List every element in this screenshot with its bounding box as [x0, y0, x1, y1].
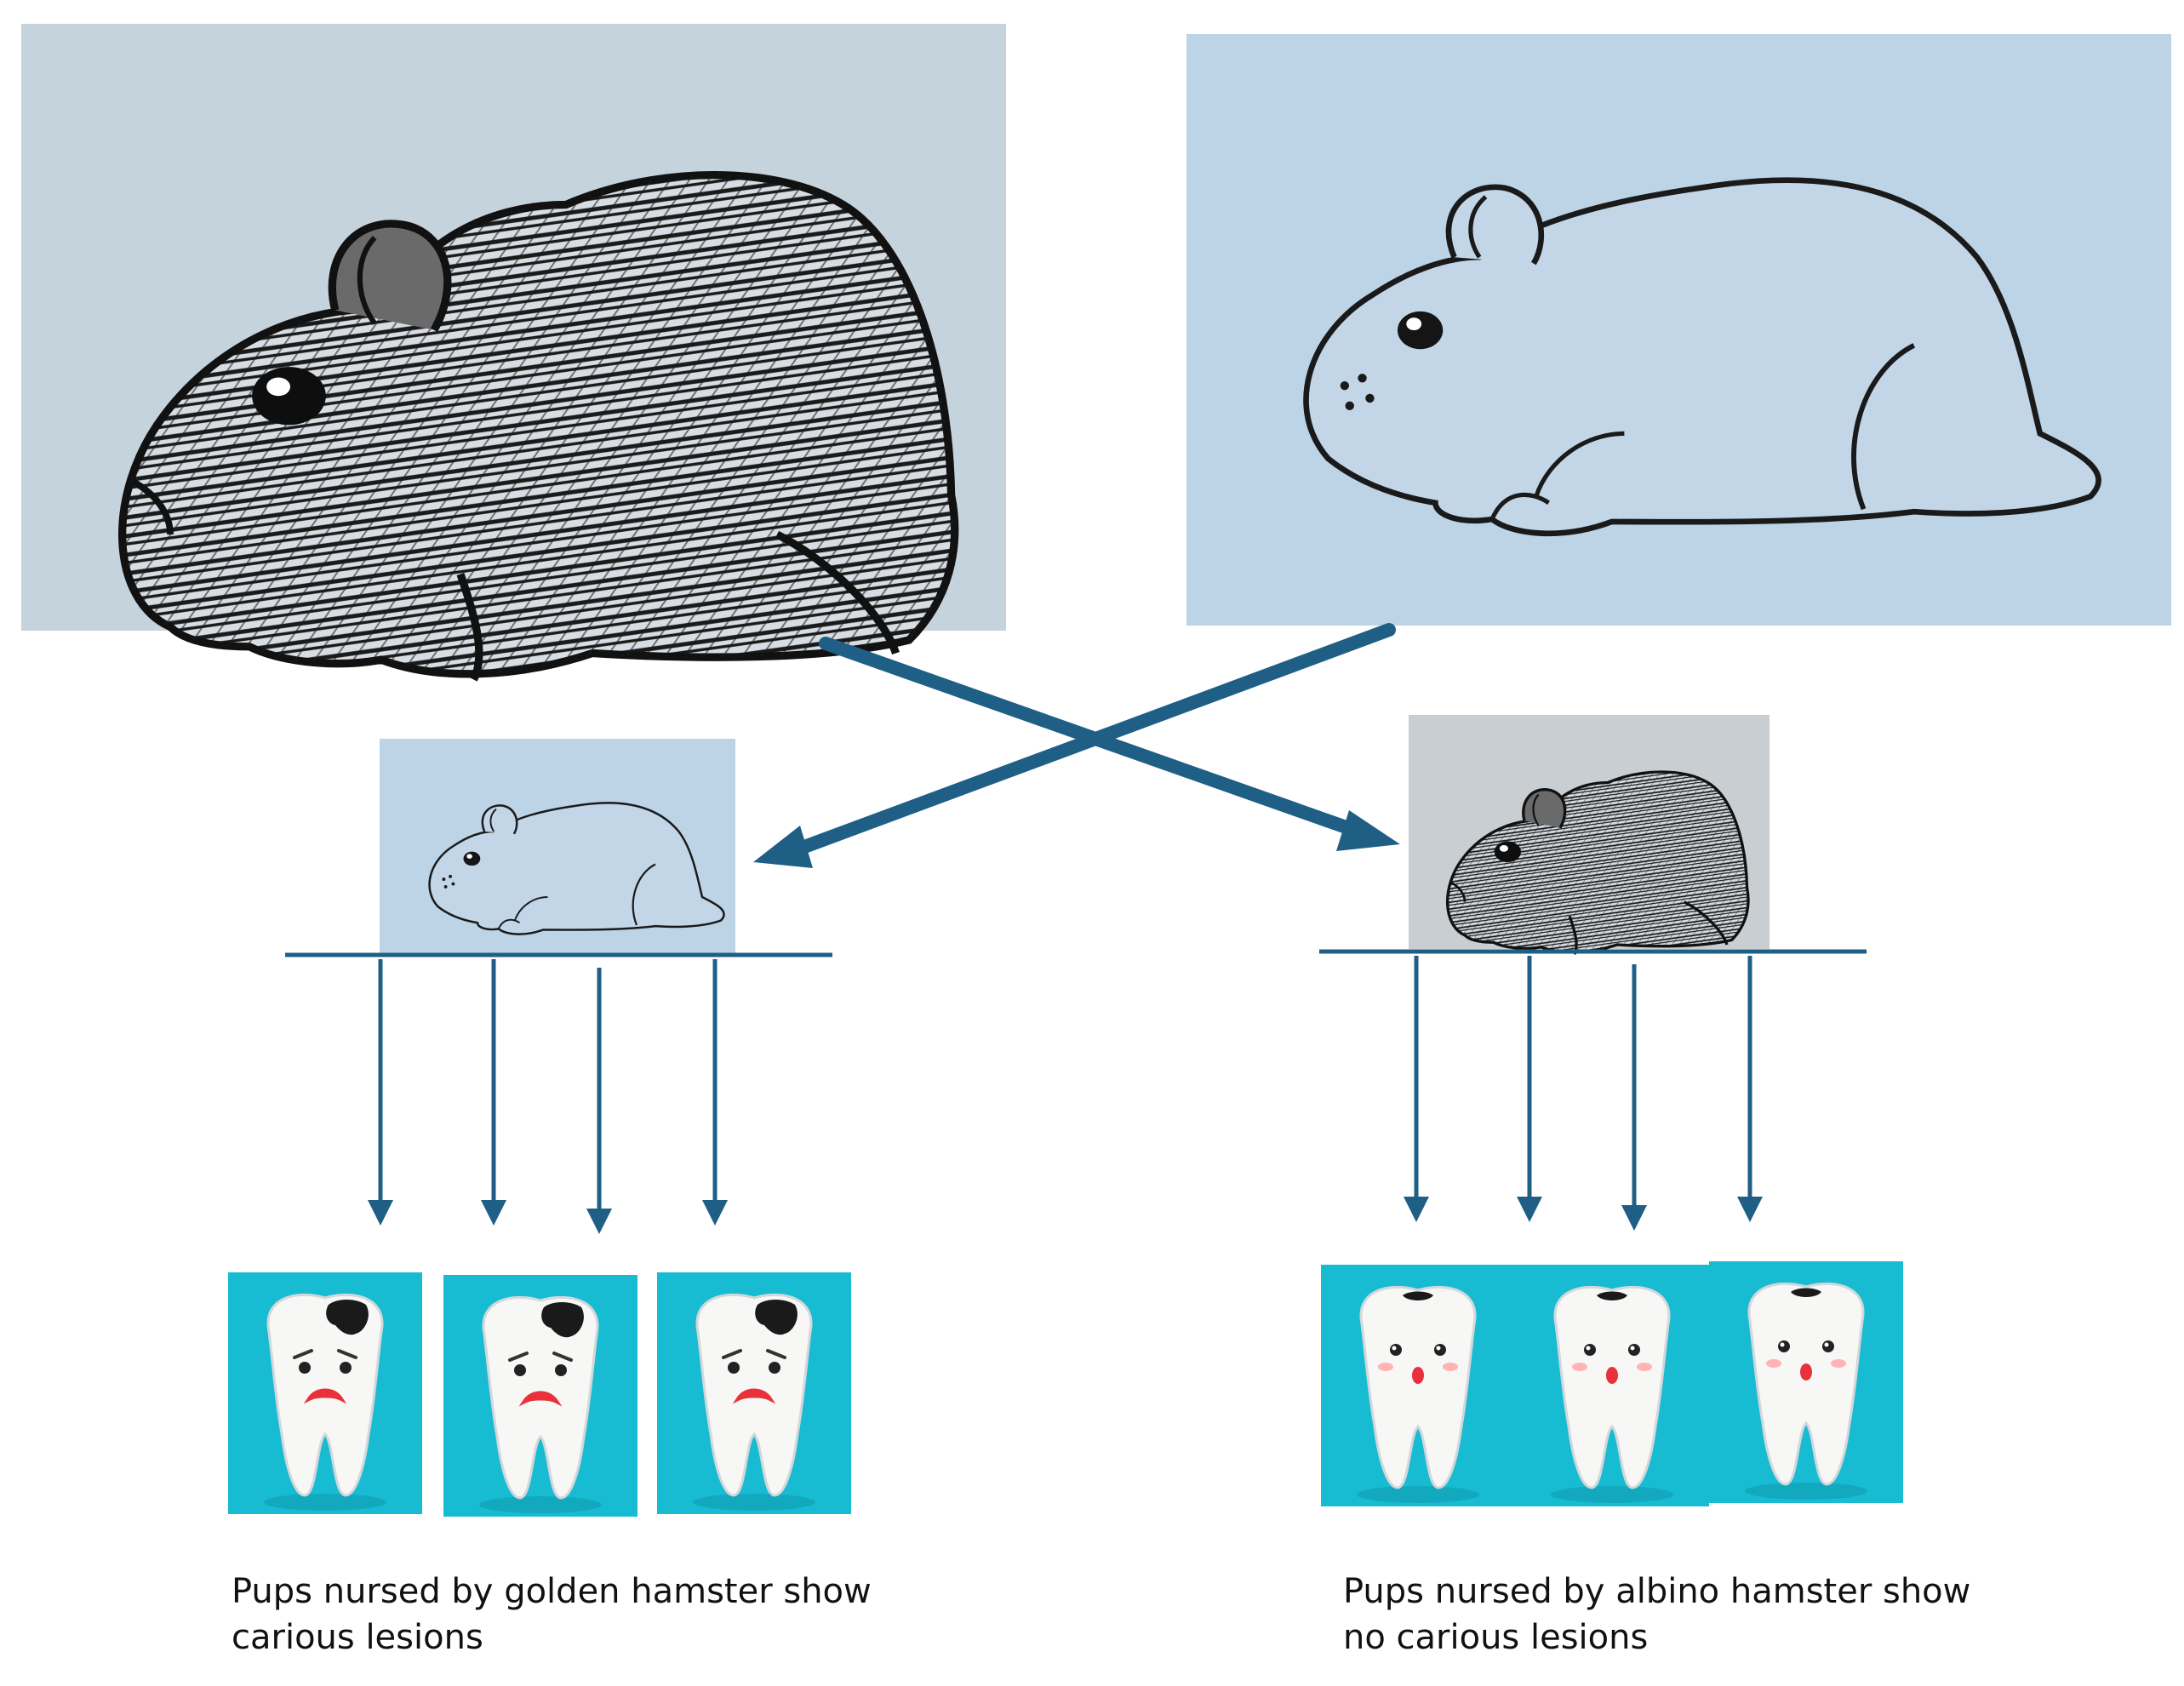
golden-foster-mother — [1319, 715, 1867, 956]
caption-albino-line-2: no carious lesions — [1343, 1618, 1649, 1657]
arrowhead-left — [753, 826, 813, 868]
pup-arrows-left — [368, 959, 728, 1234]
caption-albino-line-1: Pups nursed by albino hamster show — [1343, 1572, 1971, 1611]
golden-hamster-panel — [21, 24, 1006, 680]
carious-tooth-icon — [657, 1272, 851, 1514]
albino-hamster-panel — [1186, 34, 2171, 626]
cross-arrows — [753, 623, 1400, 868]
healthy-tooth-icon — [1707, 1260, 1905, 1505]
pup-arrows-right — [1404, 956, 1763, 1231]
caption-golden-line-1: Pups nursed by golden hamster show — [232, 1572, 872, 1611]
healthy-teeth-row — [1319, 1260, 1905, 1508]
caption-golden-line-2: carious lesions — [232, 1618, 483, 1657]
arrowhead-right — [1336, 810, 1400, 851]
carious-tooth-icon — [228, 1272, 422, 1514]
carious-teeth-row — [228, 1272, 851, 1517]
healthy-tooth-icon — [1319, 1263, 1517, 1508]
caption-albino-nursed: Pups nursed by albino hamster show no ca… — [1343, 1569, 1970, 1660]
healthy-tooth-icon — [1513, 1263, 1711, 1508]
arrow-albino-to-left-litter — [798, 623, 1396, 854]
caption-golden-nursed: Pups nursed by golden hamster show cario… — [232, 1569, 872, 1660]
albino-foster-mother — [285, 739, 832, 957]
carious-tooth-icon — [443, 1275, 637, 1517]
